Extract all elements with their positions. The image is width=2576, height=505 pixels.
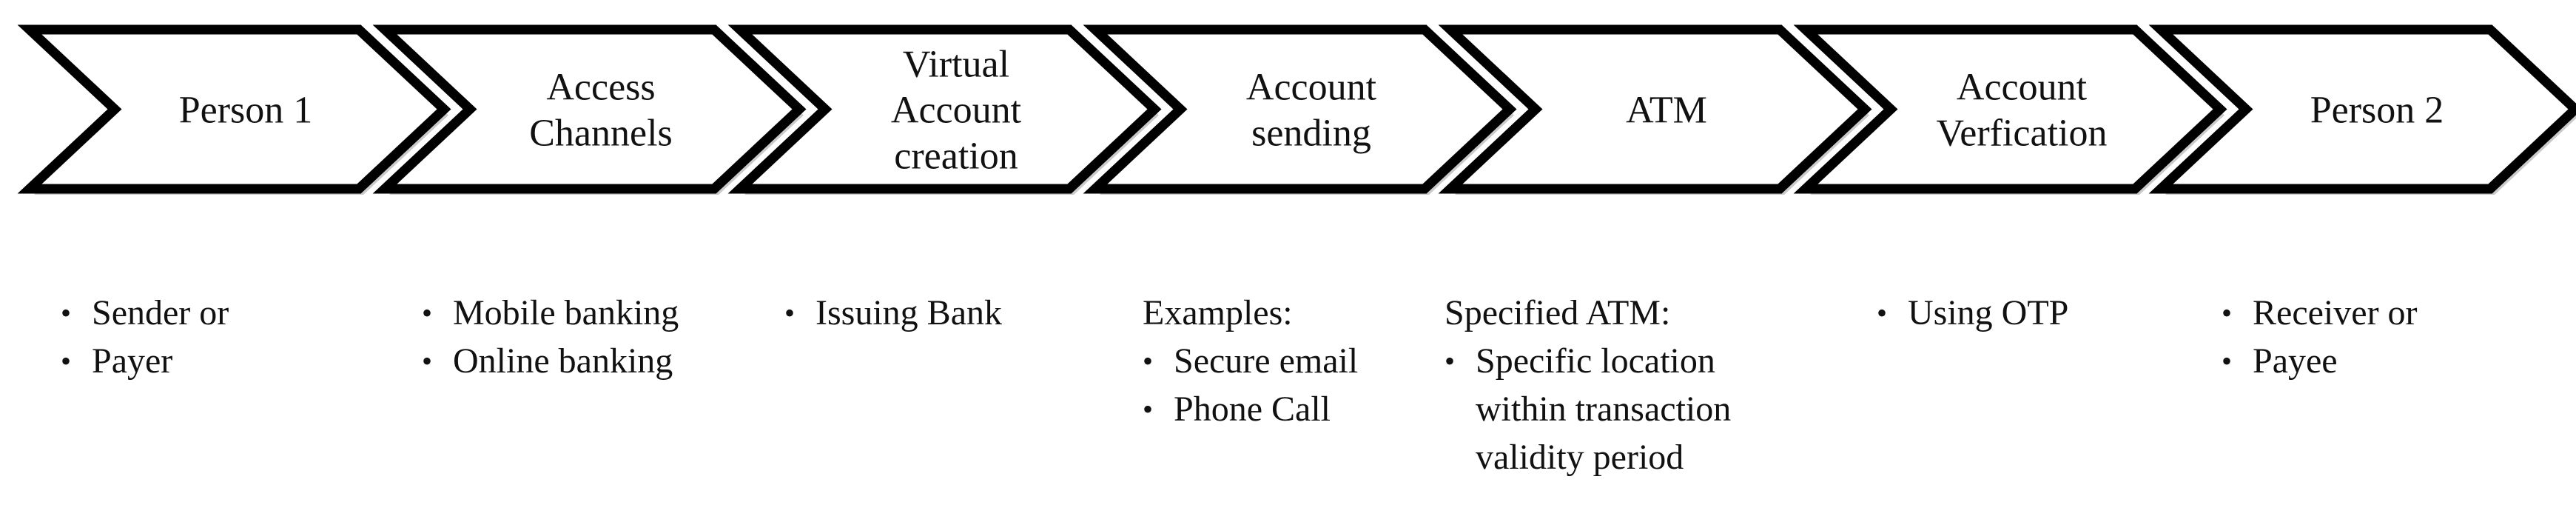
note-item: Using OTP <box>1877 289 2068 337</box>
note-item: Payee <box>2222 337 2418 385</box>
chevron-arrow-shape <box>17 24 451 194</box>
chevron-arrow-shape <box>1793 24 2227 194</box>
note-item: Issuing Bank <box>784 289 1002 337</box>
chevron-label-line: Access <box>546 67 655 109</box>
notes-heading: Specified ATM: <box>1445 293 1671 332</box>
notes-heading: Examples: <box>1143 293 1293 332</box>
note-item: Receiver or <box>2222 289 2418 337</box>
chevron-arrow-shape <box>2148 24 2576 194</box>
chevron-step: Person 1 <box>17 24 451 195</box>
process-flow-diagram: Person 1AccessChannelsVirtualAccountcrea… <box>17 24 2576 195</box>
chevron-label-line: Account <box>1246 67 1377 109</box>
chevron-label-line: Verfication <box>1936 113 2107 155</box>
note-item: Phone Call <box>1143 385 1358 433</box>
note-item: Specific location within transaction val… <box>1445 337 1772 481</box>
chevron-label-line: Account <box>1957 67 2088 109</box>
notes-virtual-account-creation: Issuing Bank <box>784 289 1002 337</box>
notes-person-2: Receiver or Payee <box>2222 289 2418 385</box>
chevron-label-line: Person 1 <box>179 90 313 132</box>
notes-person-1: Sender or Payer <box>61 289 229 385</box>
chevron-label-line: Virtual <box>903 44 1009 86</box>
chevron-arrow-shape <box>727 24 1162 194</box>
chevron-step: ATM <box>1438 24 1872 195</box>
notes-access-channels: Mobile banking Online banking <box>422 289 679 385</box>
chevron-arrow-shape <box>372 24 807 194</box>
note-item: Online banking <box>422 337 679 385</box>
note-item: Secure email <box>1143 337 1358 385</box>
chevron-label-line: Channels <box>529 113 673 155</box>
chevron-label-line: sending <box>1251 113 1371 155</box>
notes-account-verification: Using OTP <box>1877 289 2068 337</box>
chevron-label-line: Account <box>891 90 1022 132</box>
chevron-arrow-shape <box>1438 24 1872 194</box>
notes-atm: Specified ATM: Specific location within … <box>1445 289 1772 481</box>
chevron-step: Person 2 <box>2148 24 2576 195</box>
note-item: Payer <box>61 337 229 385</box>
note-item: Mobile banking <box>422 289 679 337</box>
notes-account-sending: Examples: Secure email Phone Call <box>1143 289 1358 433</box>
note-item: Sender or <box>61 289 229 337</box>
chevron-arrow-shape <box>1083 24 1517 194</box>
chevron-label-line: ATM <box>1626 90 1707 132</box>
chevron-label-line: Person 2 <box>2310 90 2444 132</box>
chevron-label-line: creation <box>894 136 1018 178</box>
